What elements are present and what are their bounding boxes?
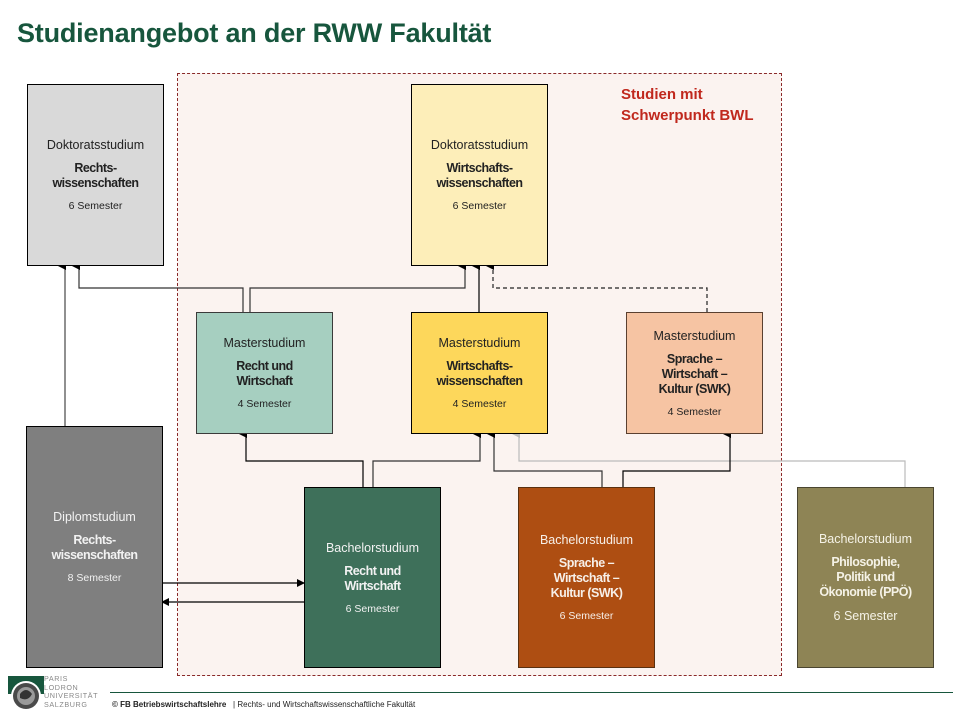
footer-faculty: | Rechts- und Wirtschaftswissenschaftlic…	[233, 700, 416, 709]
logo-line: LODRON	[44, 682, 79, 692]
box-duration: 8 Semester	[67, 572, 122, 584]
arrow-ba-ppo-to-ma-ww	[512, 430, 906, 487]
arrow-ba-ruw-to-ma-ww	[372, 430, 481, 487]
box-kind: Doktoratsstudium	[46, 138, 145, 152]
box-name-line: Sprache –	[558, 556, 615, 570]
box-kind: Bachelorstudium	[325, 540, 420, 555]
box-name-line: Politik und	[836, 570, 895, 584]
box-name: Wirtschafts- wissenschaften	[436, 161, 523, 191]
box-name-line: Sprache –	[666, 351, 723, 366]
page-title: Studienangebot an der RWW Fakultät	[17, 18, 492, 48]
box-name-line: wissenschaften	[51, 548, 138, 562]
box-bachelor-recht-und-wirtschaft[interactable]: Bachelorstudium Recht und Wirtschaft 6 S…	[304, 487, 441, 668]
box-duration: 6 Semester	[559, 610, 614, 622]
box-kind: Bachelorstudium	[818, 532, 913, 546]
box-master-recht-und-wirtschaft[interactable]: Masterstudium Recht und Wirtschaft 4 Sem…	[196, 312, 333, 434]
bwl-zone-label: Studien mit Schwerpunkt BWL	[621, 84, 754, 126]
box-name: Sprache – Wirtschaft – Kultur (SWK)	[551, 556, 623, 601]
footer-text: © FB Betriebswirtschaftslehre | Rechts- …	[112, 700, 415, 709]
box-name-line: Wirtschafts-	[446, 161, 513, 175]
box-kind: Bachelorstudium	[539, 533, 634, 547]
box-duration: 4 Semester	[452, 398, 507, 410]
box-name-line: Philosophie,	[831, 555, 900, 569]
box-kind: Diplomstudium	[53, 510, 136, 524]
box-name-line: Wirtschaft –	[553, 571, 620, 585]
university-logo-icon	[8, 676, 44, 711]
box-duration: 6 Semester	[452, 200, 507, 212]
box-name-line: Recht und	[236, 359, 293, 373]
box-name-line: Kultur (SWK)	[658, 381, 731, 396]
logo-line: UNIVERSITÄT	[44, 691, 99, 700]
box-name: Rechts- wissenschaften	[51, 533, 138, 563]
arrow-ba-ruw-to-ma-ruw	[239, 430, 364, 487]
footer-divider	[110, 692, 953, 693]
box-name: Recht und Wirtschaft	[236, 359, 293, 389]
box-name: Recht und Wirtschaft	[344, 564, 401, 594]
box-name-line: wissenschaften	[436, 374, 523, 388]
box-name-line: Wirtschafts-	[446, 359, 513, 373]
box-bachelor-ppo[interactable]: Bachelorstudium Philosophie, Politik und…	[797, 487, 934, 668]
box-doktorat-rechtswissenschaften[interactable]: Doktoratsstudium Rechts- wissenschaften …	[27, 84, 164, 266]
arrow-ba-swk-to-ma-ww	[487, 430, 603, 487]
arrow-ba-swk-to-ma-swk	[622, 430, 731, 487]
box-doktorat-wirtschaftswissenschaften[interactable]: Doktoratsstudium Wirtschafts- wissenscha…	[411, 84, 548, 266]
box-name-line: Ökonomie (PPÖ)	[819, 585, 912, 599]
footer-copyright: © FB Betriebswirtschaftslehre	[112, 700, 227, 709]
university-logo-text: PARIS LODRON UNIVERSITÄT SALZBURG	[44, 674, 99, 709]
arrow-ma-ruw-to-dok-ww	[249, 262, 466, 312]
box-kind: Masterstudium	[223, 336, 306, 350]
box-kind: Masterstudium	[438, 336, 521, 350]
bwl-label-line2: Schwerpunkt BWL	[621, 107, 754, 124]
box-master-swk[interactable]: Masterstudium Sprache – Wirtschaft – Kul…	[626, 312, 763, 434]
box-name: Wirtschafts- wissenschaften	[436, 359, 523, 389]
box-duration: 6 Semester	[833, 609, 898, 623]
box-name-line: Wirtschaft	[236, 374, 293, 388]
box-diplom-rechtswissenschaften[interactable]: Diplomstudium Rechts- wissenschaften 8 S…	[26, 426, 163, 668]
box-duration: 4 Semester	[237, 398, 292, 410]
arrow-ma-ruw-to-dok-rw	[72, 262, 244, 312]
box-name: Philosophie, Politik und Ökonomie (PPÖ)	[819, 555, 912, 600]
logo-line: PARIS	[44, 674, 69, 683]
box-name: Rechts- wissenschaften	[52, 161, 139, 191]
arrow-ma-swk-to-dok-ww	[486, 262, 708, 312]
box-kind: Masterstudium	[653, 328, 736, 343]
box-name-line: wissenschaften	[52, 176, 139, 190]
box-duration: 6 Semester	[68, 200, 123, 212]
box-name: Sprache – Wirtschaft – Kultur (SWK)	[659, 352, 731, 397]
box-kind: Doktoratsstudium	[430, 138, 529, 152]
box-name-line: Rechts-	[73, 533, 116, 547]
box-duration: 6 Semester	[345, 602, 400, 615]
box-name-line: Recht und	[344, 563, 401, 578]
box-name-line: Rechts-	[74, 161, 117, 175]
logo-line: SALZBURG	[44, 699, 88, 709]
box-name-line: Wirtschaft	[344, 578, 401, 593]
box-bachelor-swk[interactable]: Bachelorstudium Sprache – Wirtschaft – K…	[518, 487, 655, 668]
box-duration: 4 Semester	[667, 405, 722, 418]
bwl-label-line1: Studien mit	[621, 86, 703, 103]
box-name-line: Kultur (SWK)	[550, 586, 623, 600]
box-name-line: Wirtschaft –	[661, 366, 728, 381]
box-master-wirtschaftswissenschaften[interactable]: Masterstudium Wirtschafts- wissenschafte…	[411, 312, 548, 434]
box-name-line: wissenschaften	[436, 176, 523, 190]
